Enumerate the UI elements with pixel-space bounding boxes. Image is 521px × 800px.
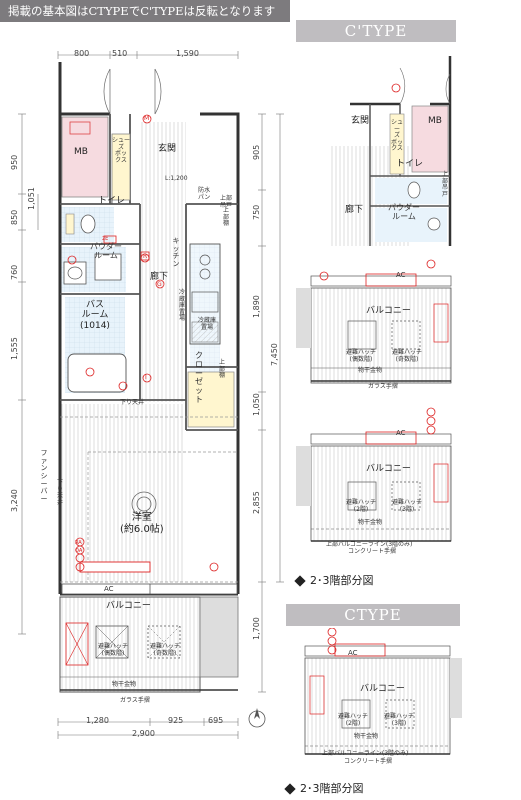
glass-rail-2f: ガラス手摺: [368, 383, 398, 390]
ctype-balcony-plan: [304, 628, 462, 755]
symbol-ra: RA: [75, 540, 82, 546]
dim-right-7: 1,700: [252, 617, 261, 640]
label-glass-rail: ガラス手摺: [120, 697, 150, 704]
room-fridge: 冷蔵庫 置場: [198, 317, 217, 331]
balcony-2f: バルコニー: [366, 306, 411, 316]
ctype-prime-corridor: 廊下: [345, 205, 364, 215]
label-hatch-odd: 避難ハッチ (奇数階): [150, 643, 181, 657]
dry-rail-3f: 物干金物: [358, 519, 383, 526]
balcony-ctype: バルコニー: [360, 684, 405, 694]
ctype-prime-powder: パウダー ルーム: [388, 203, 420, 221]
concrete-rail-ctype: コンクリート手摺: [344, 758, 393, 765]
room-entrance: 玄関: [158, 144, 177, 154]
balcony-3f: バルコニー: [366, 464, 411, 474]
hatch-3f-ctype: 避難ハッチ (3階): [384, 713, 415, 727]
label-ac-ctype: AC: [348, 649, 358, 657]
room-mb: MB: [74, 147, 88, 157]
dim-top-2: 510: [112, 49, 128, 58]
symbol-r: R: [143, 253, 148, 260]
dim-bottom-3: 695: [208, 716, 224, 725]
symbol-g: G: [157, 281, 162, 288]
label-ac-2f: AC: [396, 271, 406, 279]
partial-caption-2: 2･3階部分図: [284, 780, 364, 796]
ctype-prime-shoe-box: シュー ズ ボックス: [390, 119, 403, 153]
room-western: 洋室 (約6.0帖): [120, 512, 164, 535]
dim-right-6: 2,855: [252, 491, 261, 514]
dim-left-6: 3,240: [10, 489, 19, 512]
dim-top-1: 800: [74, 49, 90, 58]
room-fridge-label: 冷蔵庫置場: [178, 289, 185, 323]
room-dining-ref: L:1,200: [165, 175, 188, 182]
room-fan-shelf: ファンシーバー: [40, 449, 48, 504]
dim-right-3: 1,890: [252, 295, 261, 318]
symbol-oa: OA: [75, 548, 83, 554]
room-upper-hung: 上部 吊戸: [220, 195, 233, 209]
ctype-prime-plan: [330, 56, 452, 246]
concrete-rail-3f: コンクリート手摺: [348, 548, 397, 555]
ctype-prime-toilet: トイレ: [396, 159, 424, 169]
room-closet: クロー ゼット: [195, 351, 203, 404]
ctype-prime-entrance: 玄関: [351, 116, 370, 126]
label-dry-rail: 物干金物: [112, 681, 137, 688]
room-bath-dryer: 防水 パン: [198, 187, 211, 201]
dim-right-1: 905: [252, 144, 261, 160]
room-upper-cabinet-2: 上部棚: [222, 207, 229, 228]
symbol-i: I: [145, 374, 147, 381]
room-down-ceiling-2: 下り天井: [120, 399, 145, 406]
dim-left-1: 950: [10, 154, 19, 170]
room-kitchen: キッチン: [172, 237, 180, 269]
ctype-prime-balcony-3f: [296, 407, 452, 542]
symbol-2e: 2E: [102, 236, 109, 242]
room-balcony: バルコニー: [106, 601, 151, 611]
hatch-2f-ctype: 避難ハッチ (2階): [338, 713, 369, 727]
header-note: 掲載の基本図はCTYPEでC'TYPEは反転となります: [0, 0, 290, 22]
room-shoe-box: シュー ズ ボックス: [112, 137, 131, 164]
dim-left-5: 1,555: [10, 337, 19, 360]
ctype-prime-mb: MB: [428, 116, 442, 126]
hatch-2f-label: 避難ハッチ (2階): [346, 499, 377, 513]
hatch-even-2f: 避難ハッチ (偶数階): [346, 349, 377, 363]
dim-bottom-1: 1,280: [86, 716, 109, 725]
room-toilet: トイレ: [98, 196, 126, 206]
upper-line-3f: 上部バルコニーライン(3階のみ): [326, 541, 413, 548]
dim-left-2: 1,051: [27, 187, 36, 210]
room-upper-cabinet: 上部棚: [218, 359, 225, 380]
room-down-ceiling: 下り天井: [56, 479, 63, 506]
dry-rail-2f: 物干金物: [358, 367, 383, 374]
ctype-prime-balcony-2f: [296, 259, 452, 384]
ctype-prime-title: C'TYPE: [296, 20, 456, 42]
label-hatch-even: 避難ハッチ (偶数階): [98, 643, 129, 657]
dim-left-3: 850: [10, 209, 19, 225]
room-corridor: 廊下: [150, 272, 169, 282]
dim-right-4: 7,450: [270, 343, 279, 366]
dim-top-3: 1,590: [176, 49, 199, 58]
dim-right-5: 1,050: [252, 393, 261, 416]
dim-left-4: 760: [10, 264, 19, 280]
ctype-prime-upper: 上部 吊戸: [441, 171, 448, 198]
ctype-title: CTYPE: [286, 604, 460, 626]
dry-rail-ctype: 物干金物: [354, 733, 379, 740]
upper-line-ctype: 上部バルコニーライン(3階のみ): [322, 750, 409, 757]
symbol-m: M: [144, 115, 150, 122]
label-ac-3f: AC: [396, 429, 406, 437]
hatch-odd-2f: 避難ハッチ (奇数階): [392, 349, 423, 363]
hatch-3f-label: 避難ハッチ (3階): [392, 499, 423, 513]
main-floor-plan: [18, 51, 284, 739]
dim-bottom-2: 925: [168, 716, 184, 725]
room-powder: パウダー ルーム: [90, 242, 122, 260]
partial-caption-1: 2･3階部分図: [294, 572, 374, 588]
dim-bottom-total: 2,900: [132, 729, 155, 738]
dim-right-2: 750: [252, 204, 261, 220]
label-ac-main: AC: [104, 585, 114, 593]
room-bath: バス ルーム (1014): [80, 300, 110, 331]
